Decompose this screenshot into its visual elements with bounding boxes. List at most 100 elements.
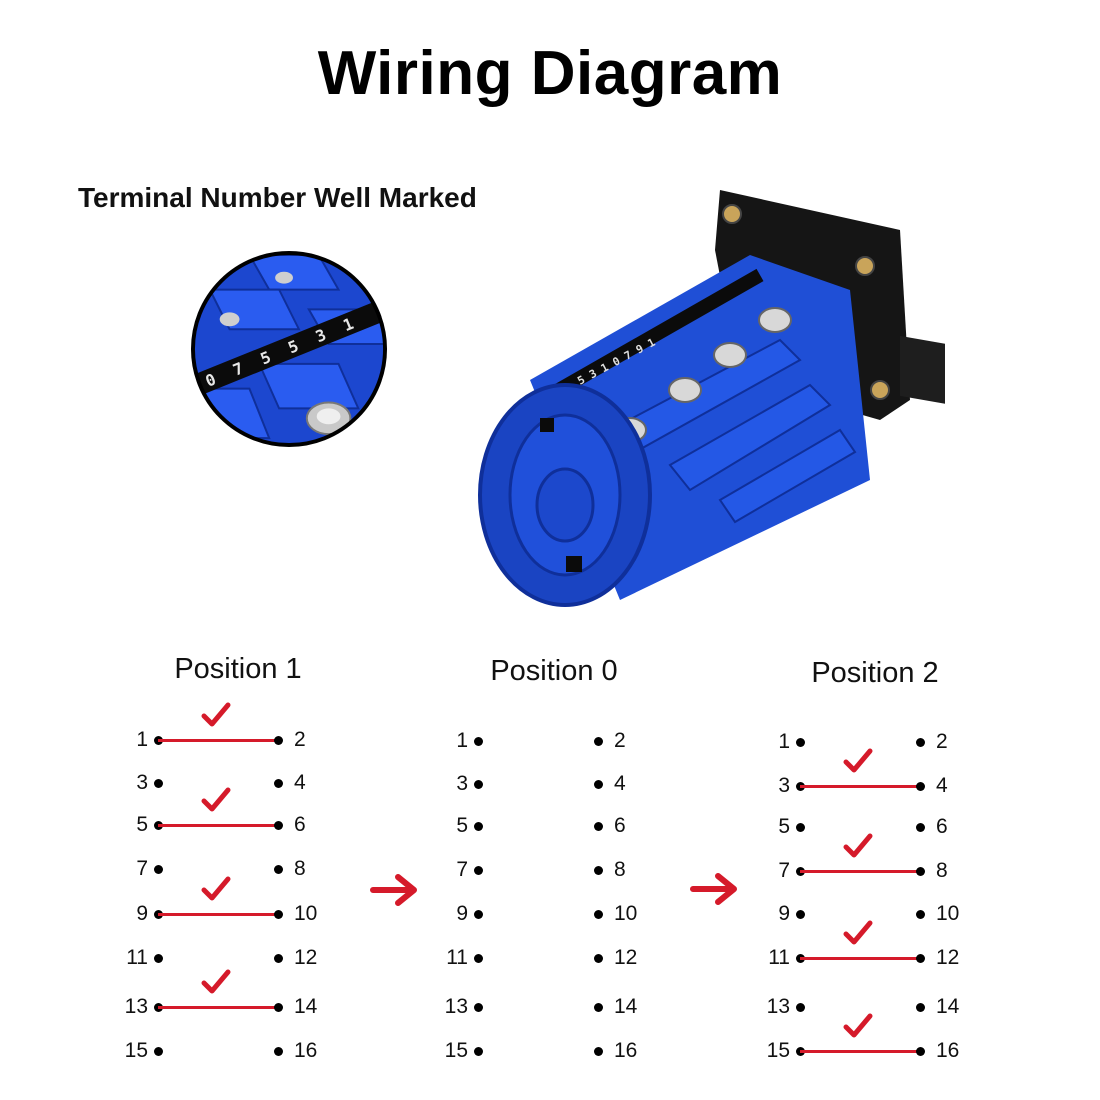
terminal-number-right: 16 — [614, 1039, 638, 1062]
terminal-dot-left — [474, 780, 483, 789]
check-icon — [201, 876, 231, 901]
terminal-dot-right — [594, 1047, 603, 1056]
terminal-number-left: 5 — [778, 815, 790, 838]
terminal-number-right: 4 — [614, 772, 626, 795]
terminal-number-right: 8 — [294, 857, 306, 880]
terminal-dot-right — [594, 780, 603, 789]
connection-line — [158, 739, 278, 742]
terminal-dot-left — [474, 737, 483, 746]
connection-line — [800, 785, 920, 788]
terminal-dot-left — [474, 822, 483, 831]
connection-line — [158, 1006, 278, 1009]
terminal-dot-right — [594, 737, 603, 746]
check-icon — [201, 787, 231, 812]
terminal-number-right: 10 — [294, 902, 318, 925]
terminal-number-left: 13 — [766, 995, 790, 1018]
terminal-dot-right — [274, 910, 283, 919]
terminal-dot-right — [916, 910, 925, 919]
terminal-number-right: 6 — [294, 813, 306, 836]
terminal-number-left: 13 — [124, 995, 148, 1018]
check-icon — [201, 969, 231, 994]
terminal-number-left: 7 — [456, 858, 468, 881]
check-icon — [201, 702, 231, 727]
terminal-number-right: 2 — [936, 730, 948, 753]
terminal-number-right: 12 — [294, 946, 318, 969]
terminal-number-right: 10 — [936, 902, 960, 925]
terminal-number-right: 12 — [614, 946, 638, 969]
terminal-number-right: 4 — [294, 771, 306, 794]
terminal-number-left: 3 — [136, 771, 148, 794]
terminal-dot-left — [474, 1003, 483, 1012]
terminal-dot-right — [594, 954, 603, 963]
terminal-number-left: 15 — [124, 1039, 148, 1062]
terminal-dot-left — [154, 779, 163, 788]
position-0-title: Position 0 — [490, 655, 618, 687]
terminal-number-left: 5 — [136, 813, 148, 836]
terminal-dot-right — [916, 738, 925, 747]
terminal-number-left: 1 — [778, 730, 790, 753]
terminal-dot-right — [274, 954, 283, 963]
terminal-number-right: 2 — [614, 729, 626, 752]
terminal-number-left: 11 — [126, 946, 148, 969]
page-title: Wiring Diagram — [317, 39, 783, 108]
terminal-number-left: 1 — [136, 728, 148, 751]
terminal-dot-left — [474, 1047, 483, 1056]
terminal-dot-right — [916, 823, 925, 832]
terminal-dot-left — [154, 1047, 163, 1056]
terminal-dot-left — [796, 910, 805, 919]
terminal-number-right: 10 — [614, 902, 638, 925]
terminal-dot-left — [474, 910, 483, 919]
terminal-dot-right — [274, 821, 283, 830]
terminal-pair-row: 13 14 — [432, 992, 672, 1022]
connection-line — [158, 824, 278, 827]
terminal-dot-right — [594, 822, 603, 831]
terminal-number-right: 14 — [614, 995, 638, 1018]
terminal-number-left: 5 — [456, 814, 468, 837]
terminal-dot-right — [916, 1047, 925, 1056]
terminal-dot-left — [154, 865, 163, 874]
terminal-number-left: 13 — [444, 995, 468, 1018]
connection-line — [158, 913, 278, 916]
position-1-title: Position 1 — [174, 653, 302, 685]
terminal-number-left: 15 — [444, 1039, 468, 1062]
terminal-zoom-image: 0 7 5 5 3 1 — [190, 250, 388, 448]
check-icon — [843, 920, 873, 945]
terminal-dot-right — [274, 779, 283, 788]
terminal-number-left: 1 — [456, 729, 468, 752]
terminal-dot-left — [474, 866, 483, 875]
terminal-pair-row: 11 12 — [112, 943, 352, 973]
terminal-dot-right — [916, 954, 925, 963]
check-icon — [843, 1013, 873, 1038]
position-2-title: Position 2 — [811, 657, 939, 689]
terminal-number-left: 7 — [136, 857, 148, 880]
terminal-dot-right — [274, 865, 283, 874]
terminal-number-left: 11 — [768, 946, 790, 969]
check-icon — [843, 748, 873, 773]
terminal-dot-left — [796, 738, 805, 747]
terminal-number-right: 8 — [936, 859, 948, 882]
terminal-number-right: 8 — [614, 858, 626, 881]
rotary-switch-image: 5 3 1 0 7 9 1 — [478, 190, 945, 607]
arrow-right-icon — [690, 873, 737, 905]
terminal-number-right: 2 — [294, 728, 306, 751]
terminal-number-left: 7 — [778, 859, 790, 882]
check-icon — [843, 833, 873, 858]
terminal-number-right: 16 — [936, 1039, 960, 1062]
connection-line — [800, 1050, 920, 1053]
terminal-number-right: 6 — [936, 815, 948, 838]
terminal-number-right: 6 — [614, 814, 626, 837]
